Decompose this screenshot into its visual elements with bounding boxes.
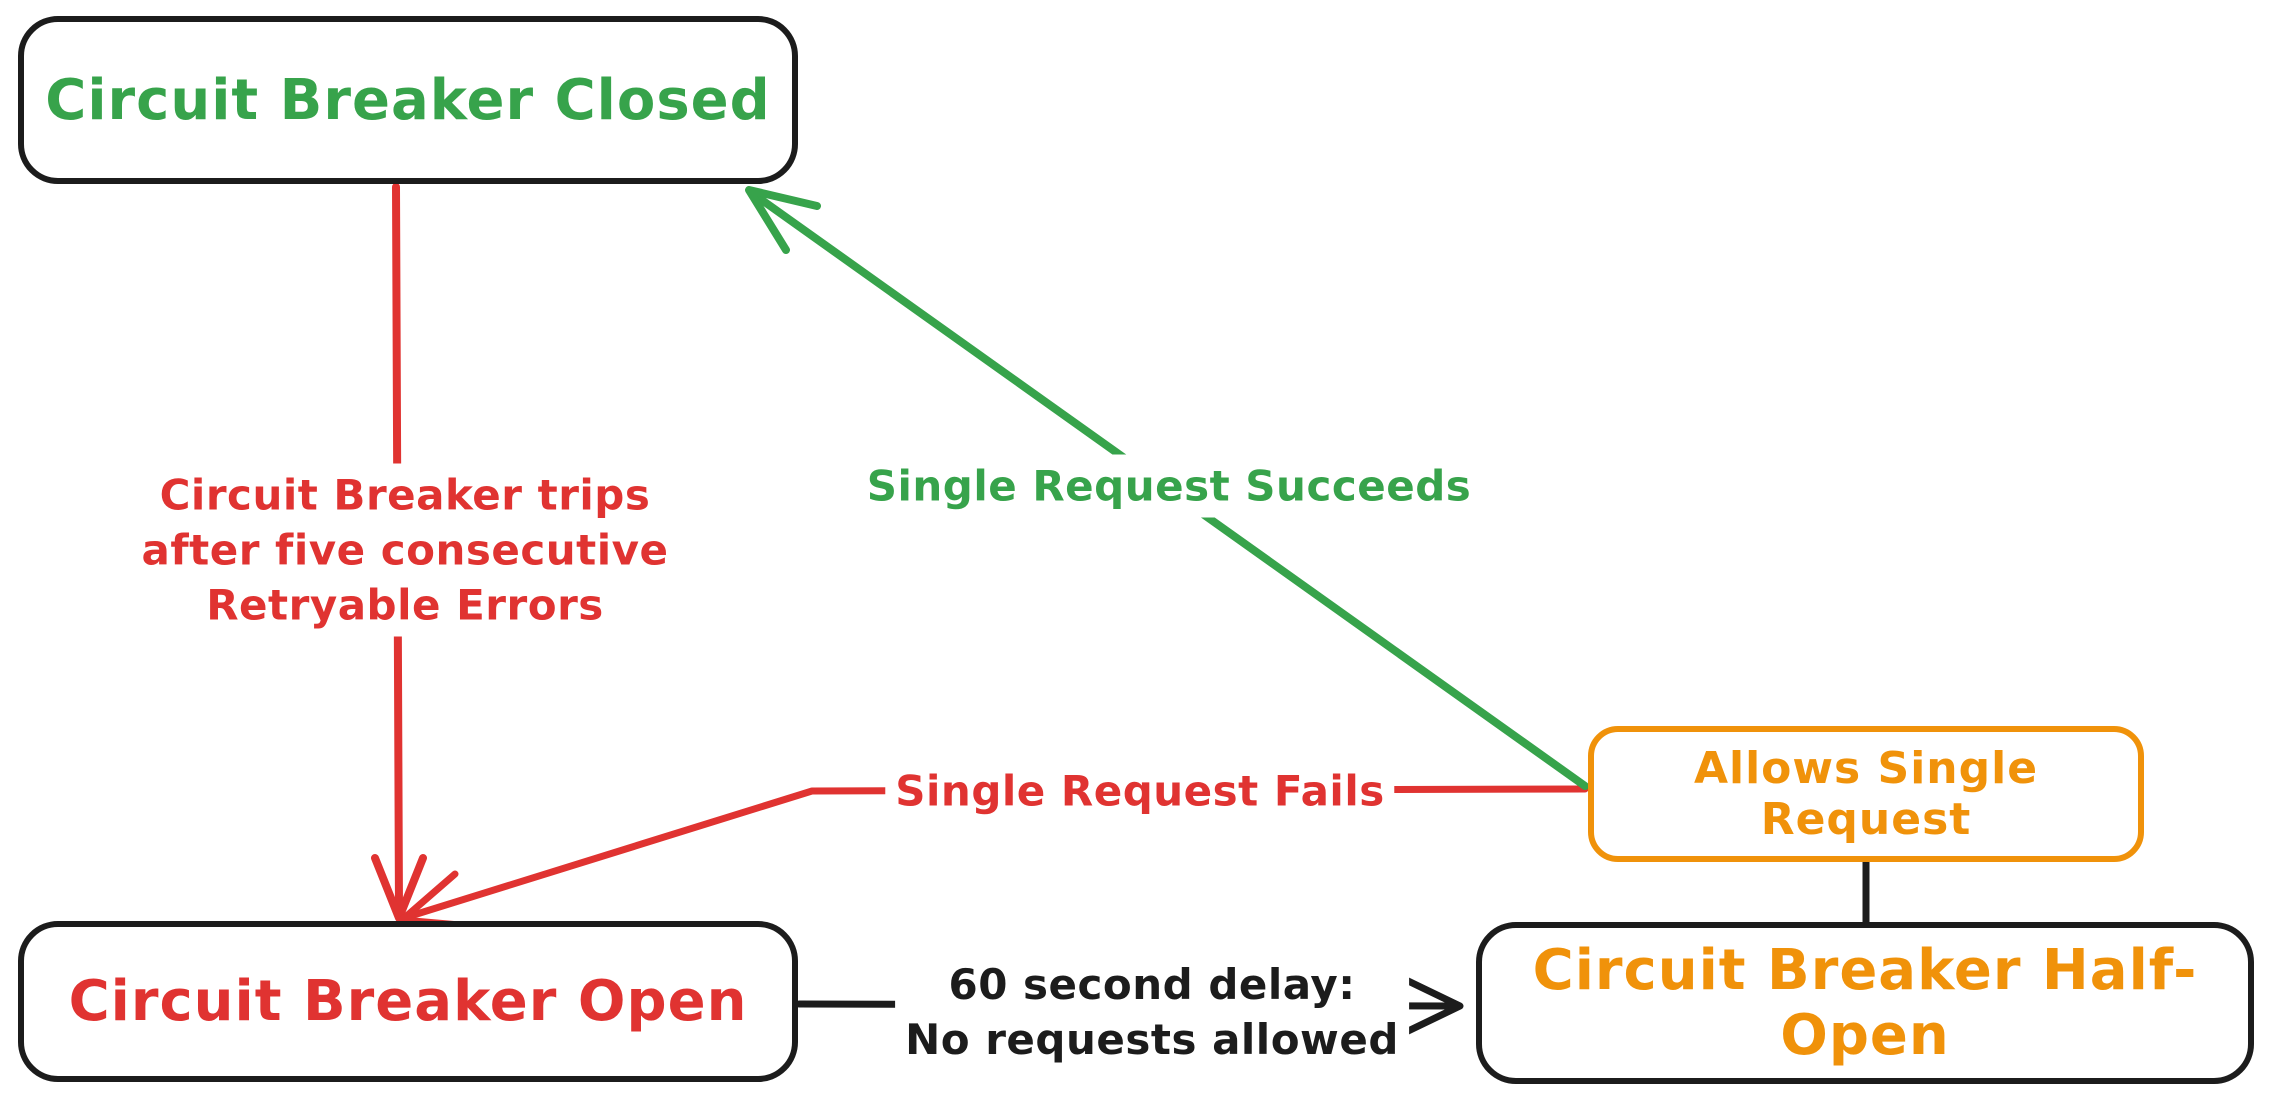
edge-trip-arrowhead (371, 854, 427, 922)
edge-label-fails-text: Single Request Fails (895, 766, 1385, 816)
edge-label-delay-line2: No requests allowed (905, 1015, 1399, 1064)
edge-label-succeeds: Single Request Succeeds (856, 454, 1482, 518)
edge-label-trip-line1: Circuit Breaker trips (159, 470, 651, 520)
node-circuit-breaker-closed: Circuit Breaker Closed (18, 16, 798, 184)
node-circuit-breaker-open: Circuit Breaker Open (18, 921, 798, 1082)
edge-label-trip-line3: Retryable Errors (206, 580, 604, 630)
edge-label-succeeds-text: Single Request Succeeds (866, 461, 1472, 511)
edge-succeeds-arrowhead (745, 186, 821, 254)
edge-label-delay-line1: 60 second delay: (948, 960, 1356, 1009)
edge-label-fails: Single Request Fails (885, 759, 1395, 823)
node-circuit-breaker-closed-label: Circuit Breaker Closed (45, 67, 771, 133)
edge-label-trip: Circuit Breaker trips after five consecu… (131, 463, 679, 637)
edge-delay-arrowhead (1400, 975, 1464, 1037)
node-circuit-breaker-half-open: Circuit Breaker Half-Open (1476, 922, 2254, 1084)
node-circuit-breaker-half-open-label: Circuit Breaker Half-Open (1532, 938, 2198, 1068)
node-circuit-breaker-open-label: Circuit Breaker Open (68, 969, 748, 1034)
edge-label-trip-line2: after five consecutive (141, 525, 669, 575)
edge-label-delay: 60 second delay: No requests allowed (895, 953, 1409, 1071)
node-allows-single-request-label: Allows Single Request (1693, 743, 2039, 845)
node-allows-single-request: Allows Single Request (1588, 726, 2144, 862)
